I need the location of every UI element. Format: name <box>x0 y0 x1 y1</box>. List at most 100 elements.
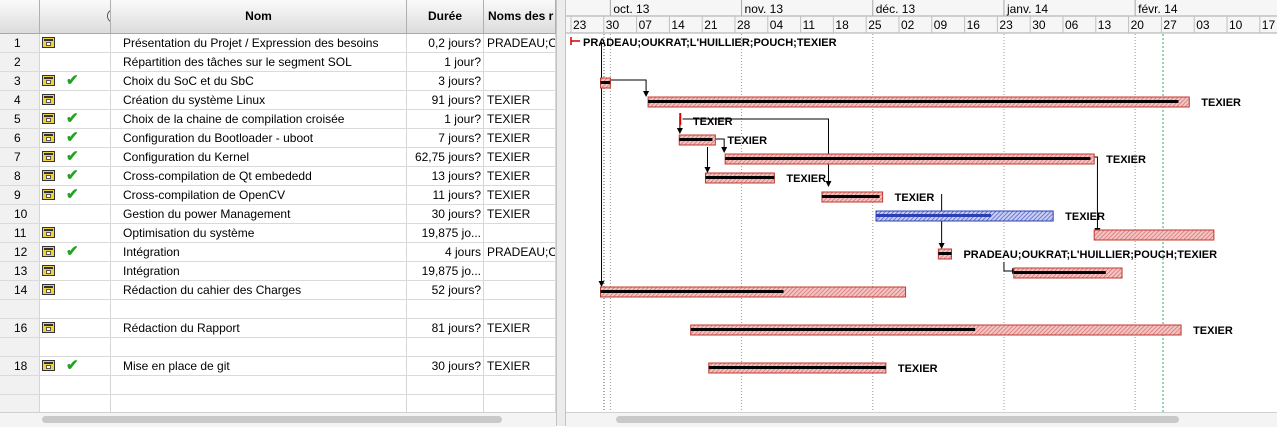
table-row[interactable] <box>0 395 556 412</box>
task-resources-cell[interactable] <box>484 281 556 299</box>
task-name-cell[interactable] <box>111 376 407 394</box>
task-duration-cell[interactable]: 62,75 jours? <box>407 148 484 166</box>
task-resources-cell[interactable]: TEXIER <box>484 319 556 337</box>
task-resources-cell[interactable]: PRADEAU;O <box>484 34 556 52</box>
task-name-cell[interactable]: Mise en place de git <box>111 357 407 375</box>
gantt-horizontal-scrollbar[interactable] <box>566 412 1277 427</box>
task-name-cell[interactable]: Répartition des tâches sur le segment SO… <box>111 53 407 71</box>
task-id-cell <box>0 395 40 412</box>
task-name-cell[interactable]: Cross-compilation de OpenCV <box>111 186 407 204</box>
task-duration-cell[interactable] <box>407 376 484 394</box>
task-duration-cell[interactable]: 0,2 jours? <box>407 34 484 52</box>
task-resources-cell[interactable] <box>484 300 556 318</box>
column-header-name[interactable]: Nom <box>111 0 407 33</box>
task-resources-cell[interactable]: TEXIER <box>484 129 556 147</box>
task-name-cell[interactable]: Choix du SoC et du SbC <box>111 72 407 90</box>
task-name-cell[interactable] <box>111 395 407 412</box>
task-name-cell[interactable]: Configuration du Kernel <box>111 148 407 166</box>
splitter[interactable] <box>556 0 566 426</box>
task-resources-cell[interactable] <box>484 72 556 90</box>
table-row[interactable] <box>0 300 556 319</box>
task-resources-cell[interactable]: TEXIER <box>484 148 556 166</box>
task-duration-cell[interactable]: 52 jours? <box>407 281 484 299</box>
task-name-cell[interactable]: Intégration <box>111 243 407 261</box>
task-resources-cell[interactable] <box>484 376 556 394</box>
task-resources-cell[interactable]: TEXIER <box>484 205 556 223</box>
task-resources-cell[interactable] <box>484 338 556 356</box>
task-duration-cell[interactable] <box>407 338 484 356</box>
task-duration-cell[interactable]: 4 jours <box>407 243 484 261</box>
task-name-cell[interactable]: Création du système Linux <box>111 91 407 109</box>
task-name-cell[interactable] <box>111 300 407 318</box>
scrollbar-thumb[interactable] <box>616 416 1179 423</box>
week-label: 30 <box>606 18 620 32</box>
table-horizontal-scrollbar[interactable] <box>0 412 556 427</box>
table-row[interactable] <box>0 338 556 357</box>
task-resources-cell[interactable] <box>484 224 556 242</box>
task-id-cell: 10 <box>0 205 40 223</box>
task-resources-cell[interactable] <box>484 262 556 280</box>
task-resources-cell[interactable]: TEXIER <box>484 186 556 204</box>
column-header-resources[interactable]: Noms des r <box>484 0 556 33</box>
task-resources-cell[interactable]: PRADEAU;O <box>484 243 556 261</box>
task-name-cell[interactable]: Configuration du Bootloader - uboot <box>111 129 407 147</box>
task-duration-cell[interactable]: 19,875 jo... <box>407 224 484 242</box>
table-row[interactable] <box>0 376 556 395</box>
task-name-cell[interactable]: Choix de la chaine de compilation croisé… <box>111 110 407 128</box>
task-duration-cell[interactable]: 19,875 jo... <box>407 262 484 280</box>
indicators-cell <box>40 53 111 71</box>
task-duration-cell[interactable]: 3 jours? <box>407 72 484 90</box>
task-duration-cell[interactable]: 30 jours? <box>407 205 484 223</box>
task-resource-label: TEXIER <box>898 363 938 375</box>
table-row[interactable]: 5✔Choix de la chaine de compilation croi… <box>0 110 556 129</box>
task-duration-cell[interactable] <box>407 300 484 318</box>
column-header-indicators[interactable]: i <box>40 0 111 33</box>
task-duration-cell[interactable] <box>407 395 484 412</box>
task-name-cell[interactable]: Présentation du Projet / Expression des … <box>111 34 407 52</box>
task-id-cell: 3 <box>0 72 40 90</box>
task-name-cell[interactable] <box>111 338 407 356</box>
task-duration-cell[interactable]: 11 jours? <box>407 186 484 204</box>
task-duration-cell[interactable]: 91 jours? <box>407 91 484 109</box>
column-header-duration[interactable]: Durée <box>407 0 484 33</box>
task-resources-cell[interactable] <box>484 395 556 412</box>
task-resources-cell[interactable]: TEXIER <box>484 357 556 375</box>
task-duration-cell[interactable]: 7 jours? <box>407 129 484 147</box>
task-duration-cell[interactable]: 13 jours? <box>407 167 484 185</box>
task-resources-cell[interactable]: TEXIER <box>484 110 556 128</box>
task-progress <box>876 214 992 217</box>
task-resources-cell[interactable] <box>484 53 556 71</box>
task-name-cell[interactable]: Intégration <box>111 262 407 280</box>
task-resources-cell[interactable]: TEXIER <box>484 91 556 109</box>
task-name-cell[interactable]: Rédaction du cahier des Charges <box>111 281 407 299</box>
task-duration-cell[interactable]: 1 jour? <box>407 53 484 71</box>
task-name-cell[interactable]: Gestion du power Management <box>111 205 407 223</box>
scrollbar-thumb[interactable] <box>42 416 502 423</box>
task-duration-cell[interactable]: 1 jour? <box>407 110 484 128</box>
task-bar[interactable] <box>1093 229 1215 241</box>
task-resources-cell[interactable]: TEXIER <box>484 167 556 185</box>
task-duration-cell[interactable]: 30 jours? <box>407 357 484 375</box>
task-name-cell[interactable]: Optimisation du système <box>111 224 407 242</box>
task-name-cell[interactable]: Rédaction du Rapport <box>111 319 407 337</box>
column-header-id[interactable] <box>0 0 40 33</box>
task-duration-cell[interactable]: 81 jours? <box>407 319 484 337</box>
task-name-cell[interactable]: Cross-compilation de Qt embededd <box>111 167 407 185</box>
